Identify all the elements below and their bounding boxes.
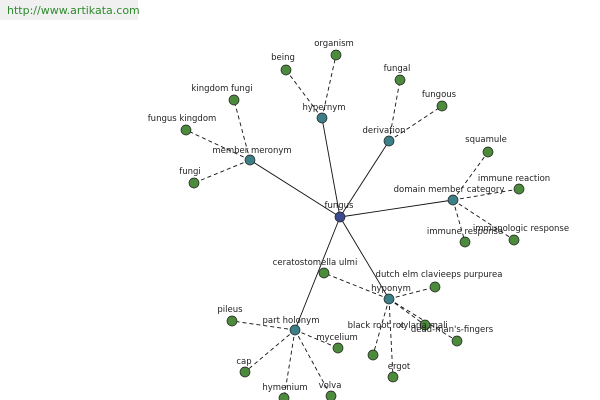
leaf-label-fungus-kingdom[interactable]: fungus kingdom — [148, 114, 217, 124]
leaf-label-fungal[interactable]: fungal — [384, 64, 411, 74]
edge-hyponym-to-ceratostomella-ulmi — [323, 272, 390, 300]
relation-label-derivation[interactable]: derivation — [362, 126, 405, 136]
leaf-label-hymenium[interactable]: hymenium — [262, 383, 307, 393]
edge-member-meronym-to-kingdom-fungi — [233, 99, 251, 161]
edge-member-meronym-to-fungus-kingdom — [185, 129, 251, 161]
relation-label-domain-member-category[interactable]: domain member category — [394, 185, 505, 195]
leaf-label-ceratostomella-ulmi[interactable]: ceratostomella ulmi — [273, 258, 358, 268]
leaf-node-black-root-rot[interactable] — [367, 349, 379, 361]
leaf-node-volva[interactable] — [325, 390, 337, 400]
edge-hyponym-to-dutch-elm-clavieeps-purpurea — [388, 286, 436, 300]
graph-edges — [185, 54, 520, 399]
edge-center-to-part-holonym — [294, 216, 341, 331]
leaf-node-xylaria-mali[interactable] — [419, 319, 431, 331]
leaf-node-fungi[interactable] — [188, 177, 200, 189]
leaf-label-dead-man-s-fingers[interactable]: dead-man's-fingers — [411, 325, 494, 335]
watermark-url[interactable]: http://www.artikata.com — [7, 4, 140, 17]
leaf-label-black-root-rot[interactable]: black root rot — [348, 321, 406, 331]
relation-label-member-meronym[interactable]: member meronym — [212, 146, 291, 156]
relation-node-hypernym[interactable] — [316, 112, 328, 124]
relation-label-part-holonym[interactable]: part holonym — [263, 316, 320, 326]
leaf-label-kingdom-fungi[interactable]: kingdom fungi — [191, 84, 252, 94]
edge-part-holonym-to-volva — [294, 329, 332, 397]
relation-label-hypernym[interactable]: hypernym — [302, 103, 345, 113]
leaf-label-immune-reaction[interactable]: immune reaction — [478, 174, 550, 184]
leaf-node-fungus-kingdom[interactable] — [180, 124, 192, 136]
edge-part-holonym-to-cap — [244, 329, 296, 373]
leaf-node-immune-response[interactable] — [459, 236, 471, 248]
leaf-node-mycelium[interactable] — [332, 342, 344, 354]
relation-node-derivation[interactable] — [383, 135, 395, 147]
leaf-label-immunologic-response[interactable]: immunologic response — [473, 224, 569, 234]
leaf-node-immunologic-response[interactable] — [508, 234, 520, 246]
relation-node-part-holonym[interactable] — [289, 324, 301, 336]
leaf-node-dead-man-s-fingers[interactable] — [451, 335, 463, 347]
edge-member-meronym-to-fungi — [193, 159, 251, 184]
leaf-node-dutch-elm-clavieeps-purpurea[interactable] — [429, 281, 441, 293]
graph-labels: fungus hypernym being organism derivation fun… — [148, 39, 569, 393]
relation-node-hyponym[interactable] — [383, 293, 395, 305]
leaf-label-organism[interactable]: organism — [314, 39, 354, 49]
leaf-node-immune-reaction[interactable] — [513, 183, 525, 195]
edge-part-holonym-to-mycelium — [294, 329, 339, 349]
edge-domain-member-category-to-immune-response — [452, 199, 466, 243]
edge-center-to-domain-member-category — [339, 199, 454, 218]
edge-derivation-to-fungal — [388, 79, 401, 142]
leaf-label-fungi[interactable]: fungi — [179, 167, 201, 177]
edge-hyponym-to-xylaria-mali — [388, 298, 426, 326]
center-node-fungus[interactable] — [334, 211, 346, 223]
leaf-label-being[interactable]: being — [271, 53, 295, 63]
leaf-node-pileus[interactable] — [226, 315, 238, 327]
leaf-label-dutch-elm-clavieeps-purpurea[interactable]: dutch elm clavieeps purpurea — [376, 270, 503, 280]
edge-derivation-to-fungous — [388, 105, 443, 142]
leaf-node-squamule[interactable] — [482, 146, 494, 158]
watermark-banner: http://www.artikata.com — [0, 0, 140, 20]
leaf-node-ceratostomella-ulmi[interactable] — [318, 267, 330, 279]
leaf-node-organism[interactable] — [330, 49, 342, 61]
edge-part-holonym-to-hymenium — [283, 329, 296, 399]
leaf-node-ergot[interactable] — [387, 371, 399, 383]
leaf-node-fungous[interactable] — [436, 100, 448, 112]
edge-hypernym-to-being — [285, 69, 323, 119]
edge-part-holonym-to-pileus — [231, 320, 296, 331]
leaf-node-being[interactable] — [280, 64, 292, 76]
edge-domain-member-category-to-immunologic-response — [452, 199, 515, 241]
leaf-label-cap[interactable]: cap — [236, 357, 251, 367]
edge-hyponym-to-ergot — [388, 298, 394, 378]
relation-label-hyponym[interactable]: hyponym — [371, 284, 411, 294]
center-label[interactable]: fungus — [325, 201, 355, 211]
relation-node-domain-member-category[interactable] — [447, 194, 459, 206]
leaf-node-kingdom-fungi[interactable] — [228, 94, 240, 106]
leaf-node-fungal[interactable] — [394, 74, 406, 86]
edge-center-to-derivation — [339, 140, 390, 218]
graph-nodes — [180, 49, 525, 400]
edge-center-to-member-meronym — [249, 159, 341, 218]
edge-domain-member-category-to-squamule — [452, 151, 489, 201]
leaf-label-fungous[interactable]: fungous — [422, 90, 457, 100]
edge-hypernym-to-organism — [321, 54, 337, 119]
leaf-label-pileus[interactable]: pileus — [217, 305, 243, 315]
edge-hyponym-to-black-root-rot — [372, 298, 390, 356]
edge-center-to-hyponym — [339, 216, 390, 300]
leaf-node-cap[interactable] — [239, 366, 251, 378]
leaf-node-hymenium[interactable] — [278, 392, 290, 400]
leaf-label-ergot[interactable]: ergot — [388, 362, 411, 372]
relation-node-member-meronym[interactable] — [244, 154, 256, 166]
leaf-label-volva[interactable]: volva — [319, 381, 342, 391]
edge-hyponym-to-dead-man-s-fingers — [388, 298, 458, 342]
edge-center-to-hypernym — [321, 117, 341, 218]
leaf-label-immune-response[interactable]: immune response — [427, 227, 503, 237]
leaf-label-xylaria-mali[interactable]: xylaria mali — [398, 321, 448, 331]
leaf-label-squamule[interactable]: squamule — [465, 135, 507, 145]
leaf-label-mycelium[interactable]: mycelium — [316, 333, 358, 343]
